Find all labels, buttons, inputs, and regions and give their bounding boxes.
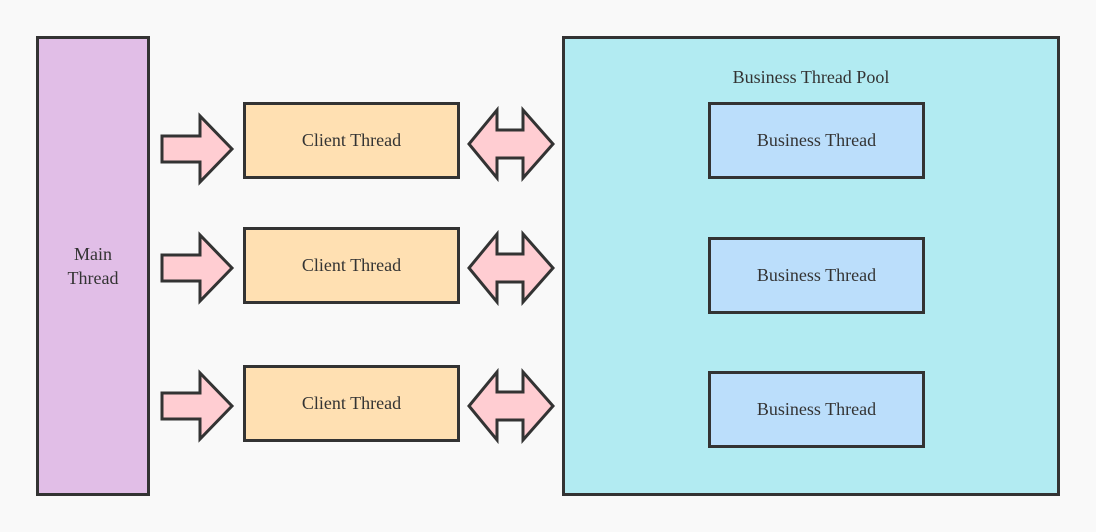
main-thread-label: Main Thread	[67, 244, 119, 288]
main-to-client-arrow-3	[160, 369, 235, 443]
client-thread-label: Client Thread	[301, 393, 402, 413]
client-pool-double-arrow-1	[467, 105, 556, 183]
client-pool-double-arrow-3	[467, 367, 556, 445]
main-to-client-arrow-1	[160, 112, 235, 186]
business-thread-box: Business Thread	[708, 102, 925, 179]
client-thread-box: Client Thread	[243, 227, 460, 304]
business-thread-label: Business Thread	[756, 399, 877, 419]
main-to-client-arrow-2	[160, 231, 235, 305]
business-thread-label: Business Thread	[756, 265, 877, 285]
client-thread-box: Client Thread	[243, 365, 460, 442]
client-pool-double-arrow-2	[467, 229, 556, 307]
client-thread-label: Client Thread	[301, 130, 402, 150]
client-thread-box: Client Thread	[243, 102, 460, 179]
client-thread-label: Client Thread	[301, 255, 402, 275]
business-thread-box: Business Thread	[708, 237, 925, 314]
business-thread-label: Business Thread	[756, 130, 877, 150]
business-thread-pool-title: Business Thread Pool	[732, 67, 890, 87]
main-thread-box: Main Thread	[36, 36, 150, 496]
business-thread-box: Business Thread	[708, 371, 925, 448]
